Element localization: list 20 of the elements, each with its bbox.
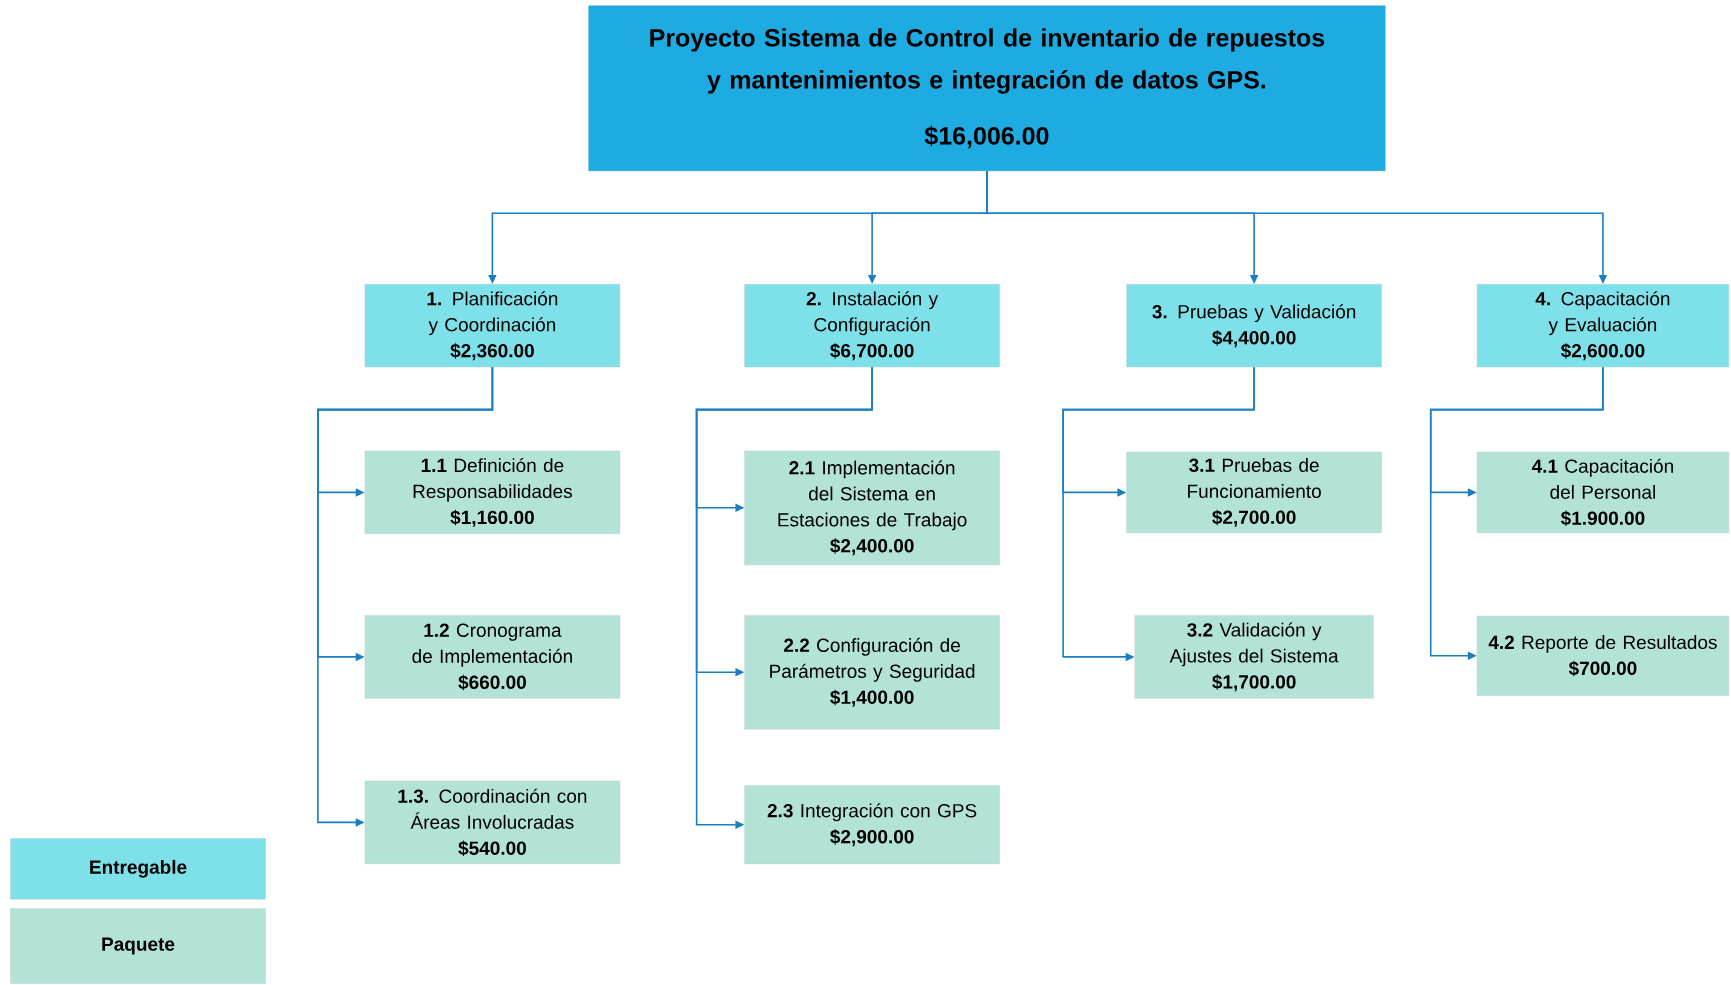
arrow	[1429, 366, 1604, 660]
deliverable-box: 1. Planificación y Coordinación $2,360.00	[364, 284, 621, 368]
package-box: 3.2 Validación y Ajustes del Sistema $1,700.00	[1134, 615, 1374, 699]
legend-label: Paquete	[102, 937, 175, 955]
package-box: 1.2 Cronograma de Implementación $660.00	[364, 615, 621, 699]
deliverable-box: 3. Pruebas y Validación $4,400.00	[1126, 284, 1382, 368]
package-box: 4.1 Capacitación del Personal $1.900.00	[1476, 451, 1729, 533]
project-box: Proyecto Sistema de Control de inventario de repuestos y mantenimientos e integración de datos GPS. $16,006.00	[588, 5, 1386, 172]
deliverable-box: 2. Instalación y Configuración $6,700.00	[744, 284, 1000, 368]
package-box: 1.1 Definición de Responsabilidades $1,160.00	[364, 450, 621, 534]
package-box: 4.2 Reporte de Resultados $700.00	[1476, 615, 1729, 696]
package-box: 3.1 Pruebas de Funcionamiento $2,700.00	[1126, 451, 1382, 533]
legend-label: Entregable	[90, 859, 187, 878]
package-box: 2.3 Integración con GPS $2,900.00	[744, 785, 1000, 865]
package-box: 2.2 Configuración de Parámetros y Seguridad $1,400.00	[744, 615, 1000, 730]
package-box: 2.1 Implementación del Sistema en Estaciones de Trabajo $2,400.00	[744, 450, 1000, 565]
package-box: 1.3. Coordinación con Áreas Involucradas $540.00	[364, 780, 621, 864]
arrow	[317, 366, 494, 827]
arrow	[695, 366, 873, 829]
deliverable-box: 4. Capacitación y Evaluación $2,600.00	[1476, 284, 1729, 368]
